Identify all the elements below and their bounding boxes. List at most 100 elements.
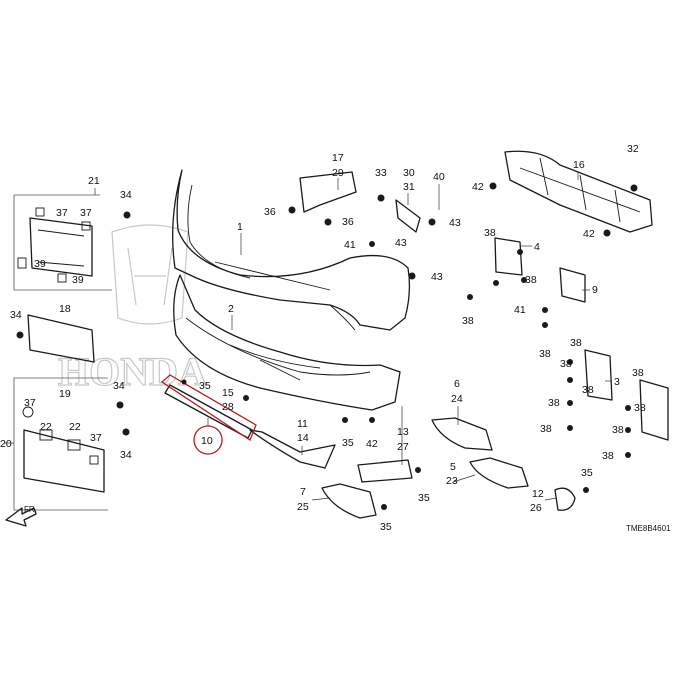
bracket-3-right	[639, 379, 669, 441]
fog-garnish-5	[469, 457, 529, 489]
callout-19: 19	[59, 388, 71, 400]
callout-38e: 38	[570, 337, 582, 349]
callout-43a: 43	[449, 217, 461, 229]
callout-43b: 43	[395, 237, 407, 249]
callout-37a: 37	[56, 207, 68, 219]
callout-35a: 35	[199, 380, 211, 392]
callout-35d: 35	[380, 521, 392, 533]
group-bracket-20	[13, 377, 108, 511]
callout-5: 5	[450, 461, 456, 473]
callout-41b: 41	[514, 304, 526, 316]
callout-34d: 34	[120, 449, 132, 461]
callout-9: 9	[592, 284, 598, 296]
callout-37c: 37	[24, 397, 36, 409]
front-bumper-lower	[173, 274, 401, 411]
callout-32: 32	[627, 143, 639, 155]
front-bumper-upper	[172, 169, 411, 331]
callout-22a: 22	[40, 421, 52, 433]
callout-18: 18	[59, 303, 71, 315]
bumper-beam-16	[504, 150, 653, 233]
lower-spoiler-garnish	[249, 429, 336, 469]
fasteners	[16, 182, 638, 510]
callout-3: 3	[614, 376, 620, 388]
callout-16: 16	[573, 159, 585, 171]
callout-39a: 39	[34, 258, 46, 270]
bracket-9	[559, 267, 586, 303]
callout-10: 10	[201, 435, 213, 447]
fog-garnish-7	[321, 483, 377, 519]
callout-27: 27	[397, 441, 409, 453]
side-spacer-30	[395, 199, 421, 233]
bumper-retainer-17	[299, 171, 357, 213]
bracket-3-left	[584, 349, 613, 401]
callout-20: 20	[0, 438, 12, 450]
callout-11: 11	[297, 418, 308, 430]
callout-38k: 38	[612, 424, 624, 436]
callout-37b: 37	[80, 207, 92, 219]
callout-38l: 38	[602, 450, 614, 462]
callout-40: 40	[433, 171, 445, 183]
callout-17: 17	[332, 152, 344, 164]
callout-38a: 38	[484, 227, 496, 239]
callout-38d: 38	[539, 348, 551, 360]
callout-38c: 38	[462, 315, 474, 327]
callout-38h: 38	[540, 423, 552, 435]
callout-15: 15	[222, 387, 234, 399]
bumper-molding-10	[160, 374, 257, 441]
callout-34b: 34	[10, 309, 22, 321]
callout-36a: 36	[264, 206, 276, 218]
drawing-code: TME8B4601	[626, 524, 671, 533]
license-plate-base	[17, 207, 93, 283]
callout-25: 25	[297, 501, 309, 513]
callout-13: 13	[397, 426, 409, 438]
callout-34c: 34	[113, 380, 125, 392]
callout-38m: 38	[582, 384, 594, 396]
callout-43c: 43	[431, 271, 443, 283]
callout-30: 30	[403, 167, 415, 179]
callout-37d: 37	[90, 432, 102, 444]
leader-lines	[207, 172, 612, 501]
honda-logo-watermark: HONDA	[57, 224, 208, 395]
callout-35c: 35	[418, 492, 430, 504]
callout-42c: 42	[366, 438, 378, 450]
bracket-4	[494, 237, 523, 276]
callout-12: 12	[532, 488, 544, 500]
callout-38i: 38	[632, 367, 644, 379]
fog-garnish-6	[431, 417, 493, 451]
callout-41a: 41	[344, 239, 356, 251]
cover-12	[554, 487, 576, 511]
callout-35b: 35	[342, 437, 354, 449]
callout-39b: 39	[72, 274, 84, 286]
callout-4: 4	[534, 241, 540, 253]
callout-7: 7	[300, 486, 306, 498]
callout-38f: 38	[560, 358, 572, 370]
callout-33: 33	[375, 167, 387, 179]
callout-6: 6	[454, 378, 460, 390]
callout-28: 28	[222, 401, 234, 413]
license-plate-bracket	[22, 406, 105, 493]
front-arrow-label: FR.	[24, 505, 37, 514]
bracket-13	[357, 459, 413, 483]
callout-31: 31	[403, 181, 415, 193]
callout-labels: 1 2 3 4 5 6 7 9 10 11 12 13 14 15 16 17 …	[0, 143, 646, 533]
callout-38b: 38	[525, 274, 537, 286]
callout-38g: 38	[548, 397, 560, 409]
callout-22b: 22	[69, 421, 81, 433]
callout-38j: 38	[634, 402, 646, 414]
front-direction-arrow: FR.	[5, 505, 37, 527]
callout-34a: 34	[120, 189, 132, 201]
callout-42a: 42	[472, 181, 484, 193]
callout-36b: 36	[342, 216, 354, 228]
callout-35e: 35	[581, 467, 593, 479]
group-bracket-21	[13, 194, 112, 291]
callout-26: 26	[530, 502, 542, 514]
callout-14: 14	[297, 432, 309, 444]
callout-23: 23	[446, 475, 458, 487]
callout-21: 21	[88, 175, 100, 187]
callout-42b: 42	[583, 228, 595, 240]
callout-2: 2	[228, 303, 234, 315]
license-plate-garnish	[27, 314, 95, 363]
callout-24: 24	[451, 393, 463, 405]
callout-1: 1	[237, 221, 243, 233]
